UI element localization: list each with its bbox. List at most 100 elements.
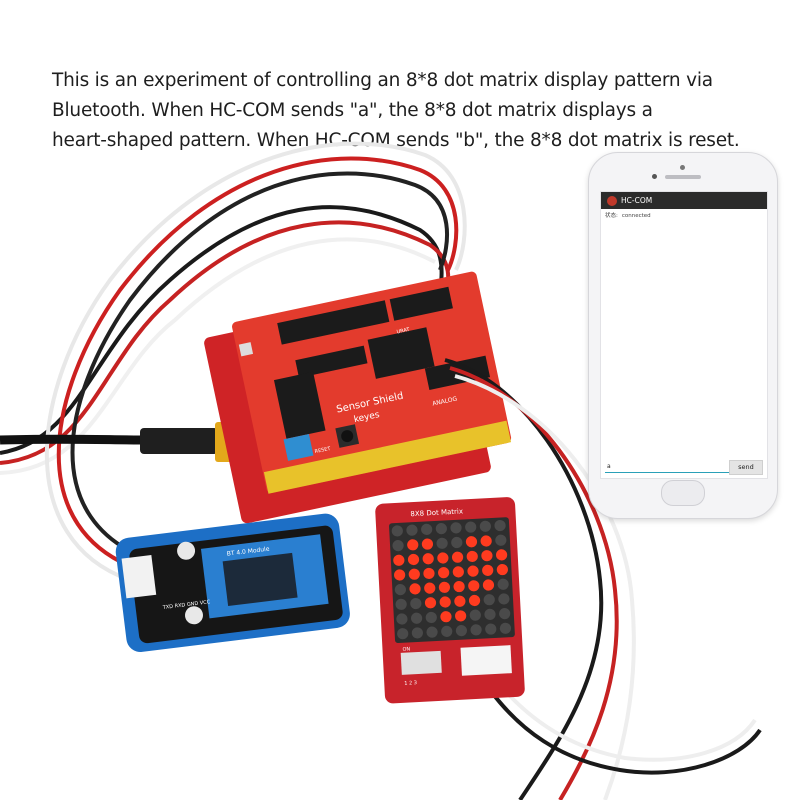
led-on	[439, 596, 451, 608]
led-on	[465, 536, 478, 548]
led-off	[499, 608, 511, 620]
led-off	[499, 622, 512, 634]
led-on	[407, 553, 420, 566]
led-off	[421, 523, 433, 535]
message-input[interactable]	[605, 460, 729, 473]
message-row: send	[605, 460, 763, 475]
led-off	[410, 597, 422, 610]
bluetooth-module: BT 4.0 Module TXD RXD GND VCC	[115, 513, 350, 652]
led-grid	[391, 519, 512, 640]
caption-text: This is an experiment of controlling an …	[52, 66, 772, 156]
led-off	[483, 594, 495, 606]
wire-black-left	[0, 205, 444, 455]
status-value: connected	[621, 213, 651, 219]
led-on	[482, 564, 494, 576]
caption-line-1: This is an experiment of controlling an …	[52, 70, 713, 91]
connection-status: 状态:connected	[601, 209, 767, 221]
led-on	[480, 535, 492, 547]
dc-plug	[140, 428, 218, 454]
led-off	[469, 609, 481, 621]
led-on	[482, 579, 495, 591]
wire-loop-white	[44, 141, 467, 582]
led-on	[496, 563, 508, 576]
matrix-title: 8X8 Dot Matrix	[410, 507, 463, 518]
led-on	[455, 610, 467, 622]
wire-red-left	[0, 220, 451, 465]
led-on	[452, 566, 464, 578]
led-off	[465, 521, 477, 533]
caption-line-3: heart-shaped pattern. When HC-COM sends …	[52, 130, 740, 151]
led-off	[479, 520, 491, 532]
led-off	[425, 611, 437, 624]
led-off	[394, 584, 406, 596]
led-on	[453, 580, 465, 593]
led-off	[436, 537, 448, 549]
led-on	[423, 567, 435, 580]
wire-loop-black	[70, 171, 450, 562]
power-cable	[0, 434, 151, 445]
wire-loop-red	[56, 156, 459, 572]
led-off	[392, 540, 404, 552]
led-on	[468, 594, 481, 607]
led-on	[466, 550, 478, 563]
led-off	[484, 608, 496, 620]
shield-reset-label: RESET	[314, 446, 332, 455]
led-off	[426, 626, 438, 638]
led-off	[406, 524, 418, 536]
app-title-bar: HC-COM	[601, 192, 767, 209]
speaker-grille	[665, 175, 701, 179]
led-on	[394, 569, 406, 581]
led-on	[424, 597, 437, 609]
led-off	[470, 624, 482, 636]
led-off	[485, 623, 497, 635]
led-off	[397, 628, 409, 640]
led-off	[455, 625, 468, 637]
wire-matrix-out-white	[498, 683, 757, 762]
phone-screen: HC-COM 状态:connected send	[600, 191, 768, 479]
app-title: HC-COM	[621, 196, 653, 205]
led-off	[450, 522, 462, 534]
led-on	[409, 583, 421, 595]
led-off	[411, 627, 423, 639]
led-off	[497, 578, 509, 590]
home-button[interactable]	[661, 480, 705, 506]
led-on	[393, 554, 405, 566]
led-on	[421, 538, 434, 550]
led-on	[407, 539, 419, 551]
led-off	[435, 523, 447, 535]
led-off	[494, 519, 506, 532]
led-on	[440, 611, 452, 623]
led-off	[441, 625, 453, 637]
smartphone: HC-COM 状态:connected send	[588, 152, 778, 519]
led-off	[498, 593, 510, 605]
led-on	[437, 552, 449, 564]
led-off	[451, 536, 463, 549]
led-on	[454, 595, 466, 607]
bt-pin-labels: TXD RXD GND VCC	[162, 599, 212, 611]
led-on	[467, 565, 479, 577]
shield-urat-label: URAT	[396, 327, 411, 336]
led-on	[481, 550, 493, 562]
led-off	[395, 598, 407, 610]
led-on	[468, 580, 480, 592]
led-off	[396, 613, 408, 625]
status-label: 状态:	[605, 213, 618, 219]
dip-numbers: 1 2 3	[404, 680, 417, 687]
led-on	[438, 567, 450, 579]
sensor-icon	[652, 174, 657, 179]
led-off	[391, 525, 403, 537]
led-off	[495, 534, 507, 546]
dot-matrix-board: 8X8 Dot Matrix ON 1 2 3	[375, 497, 525, 704]
led-on	[451, 551, 464, 563]
app-logo-icon	[607, 196, 617, 206]
led-on	[422, 553, 434, 565]
caption-line-2: Bluetooth. When HC-COM sends "a", the 8*…	[52, 100, 653, 121]
send-button[interactable]: send	[729, 460, 763, 475]
led-on	[424, 582, 436, 594]
led-on	[496, 549, 508, 561]
led-off	[411, 612, 423, 624]
sensor-shield: Sensor Shield keyes ANALOG RESET URAT	[232, 271, 512, 494]
led-on	[438, 581, 451, 593]
led-on	[408, 568, 420, 580]
